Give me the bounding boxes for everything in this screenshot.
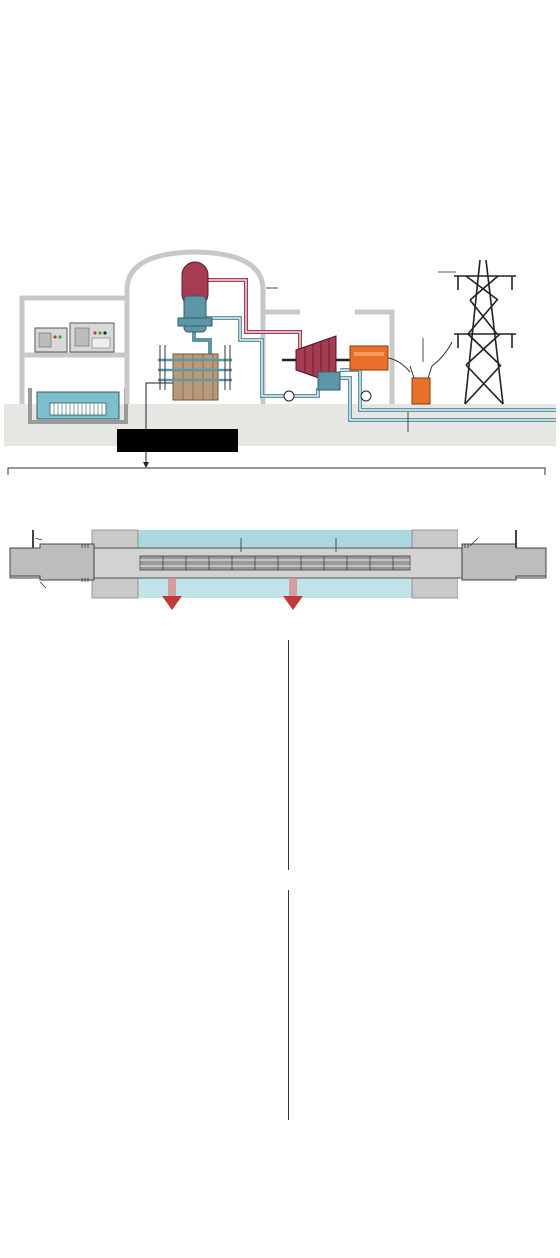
heat-flow-arrow [283, 578, 303, 610]
control-panel-icon [34, 322, 115, 353]
transformer-icon [387, 341, 453, 405]
turbine-hall [263, 309, 395, 404]
spent-fuel-pool-icon [28, 388, 128, 424]
pump-icon [360, 390, 372, 402]
heat-flow-arrow [162, 578, 182, 610]
pump-icon [283, 390, 295, 402]
detail-bracket [7, 467, 546, 475]
column-divider [288, 890, 289, 1120]
garter-spring [81, 544, 469, 582]
leader-lines [34, 537, 479, 589]
column-divider [288, 640, 289, 870]
fuel-channel-diagram [9, 529, 547, 610]
reactor-core [158, 345, 232, 401]
end-fitting-left [9, 543, 95, 581]
plant-caption-box [117, 429, 238, 452]
containment-building [124, 249, 266, 404]
turbine-icon [282, 335, 352, 391]
auxiliary-building [19, 295, 125, 404]
callout-arrowhead [143, 462, 149, 468]
transmission-tower-icon [454, 259, 516, 405]
fuel-bundle-string [139, 555, 411, 571]
end-fitting-right [461, 543, 547, 581]
plant-diagram [4, 249, 556, 475]
reactor-vessel-icon [177, 261, 213, 333]
generator-icon [349, 345, 389, 371]
